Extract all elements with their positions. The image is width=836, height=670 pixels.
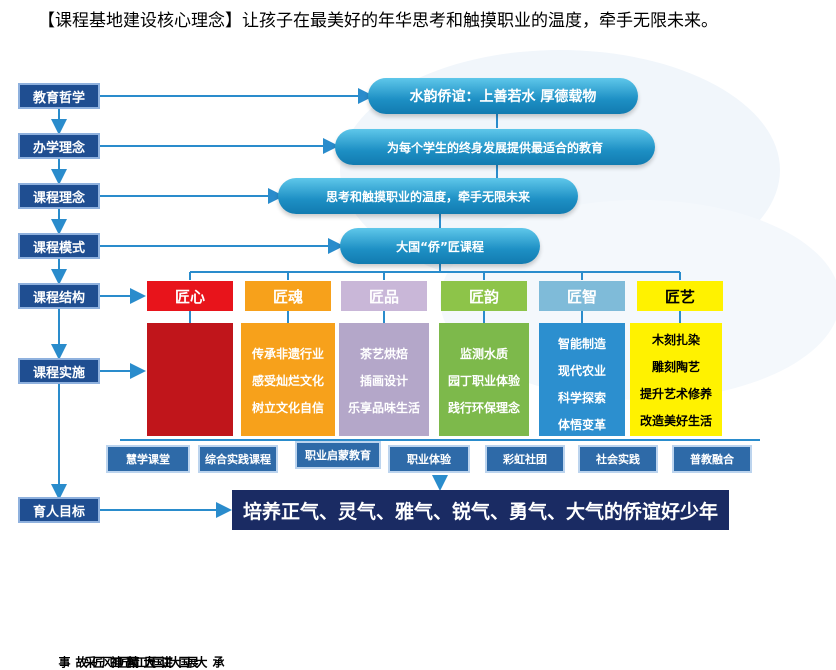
column-jiangyun: 监测水质 园丁职业体验 践行环保理念 [439, 323, 529, 436]
label-education-goal: 育人目标 [18, 497, 100, 523]
xin-text-2: 展大国工匠风采 [83, 656, 199, 670]
pill-school-philosophy: 为每个学生的终身发展提供最适合的教育 [335, 129, 655, 165]
box-comprehensive-practice: 综合实践课程 [198, 445, 278, 473]
pill-course-model: 大国“侨”匠课程 [340, 228, 540, 264]
yi-item: 木刻扎染 [651, 333, 700, 347]
yun-item: 园丁职业体验 [447, 374, 520, 388]
yi-item: 改造美好生活 [639, 414, 712, 428]
label-course-implementation: 课程实施 [18, 358, 100, 384]
zhi-item: 体悟变革 [557, 418, 606, 432]
category-jianghun: 匠魂 [245, 281, 331, 311]
label-course-model: 课程模式 [18, 233, 100, 259]
box-general-vocational-integration: 普教融合 [672, 445, 752, 473]
hun-item: 传承非遗行业 [251, 347, 324, 361]
column-jiangzhi: 智能制造 现代农业 科学探索 体悟变革 [539, 323, 625, 436]
category-jiangzhi: 匠智 [539, 281, 625, 311]
category-jiangpin: 匠品 [341, 281, 427, 311]
box-career-experience: 职业体验 [388, 445, 470, 473]
yun-item: 践行环保理念 [447, 401, 520, 415]
column-jiangpin: 茶艺烘焙 插画设计 乐享品味生活 [339, 323, 429, 436]
label-school-philosophy: 办学理念 [18, 133, 100, 159]
xin-text-3: 讲大国工匠故事 [57, 656, 173, 670]
pin-item: 插画设计 [359, 374, 408, 388]
pill-course-philosophy: 思考和触摸职业的温度，牵手无限未来 [278, 178, 578, 214]
category-jiangyun: 匠韵 [441, 281, 527, 311]
column-jiangxin: 承大国工匠精神 展大国工匠风采 讲大国工匠故事 [57, 323, 233, 670]
zhi-item: 科学探索 [557, 391, 606, 405]
category-jiangyi: 匠艺 [637, 281, 723, 311]
label-course-structure: 课程结构 [18, 283, 100, 309]
yi-item: 提升艺术修养 [639, 387, 712, 401]
yun-item: 监测水质 [459, 347, 508, 361]
box-social-practice: 社会实践 [578, 445, 658, 473]
label-course-philosophy: 课程理念 [18, 183, 100, 209]
hun-item: 感受灿烂文化 [251, 374, 324, 388]
flow-arrows [51, 88, 760, 518]
xin-text-1: 承大国工匠精神 [109, 656, 225, 670]
box-career-enlightenment: 职业启蒙教育 [295, 441, 381, 469]
pill-education-philosophy: 水韵侨谊：上善若水 厚德载物 [368, 78, 638, 114]
zhi-item: 现代农业 [557, 364, 606, 378]
pin-item: 茶艺烘焙 [359, 347, 408, 361]
label-education-philosophy: 教育哲学 [18, 83, 100, 109]
education-goal-banner: 培养正气、灵气、雅气、锐气、勇气、大气的侨谊好少年 [232, 490, 729, 530]
yi-item: 雕刻陶艺 [651, 360, 700, 374]
hun-item: 树立文化自信 [251, 401, 324, 415]
category-jiangxin: 匠心 [147, 281, 233, 311]
pin-item: 乐享品味生活 [347, 401, 420, 415]
column-jianghun: 传承非遗行业 感受灿烂文化 树立文化自信 [241, 323, 335, 436]
box-smart-classroom: 慧学课堂 [106, 445, 190, 473]
core-concept-heading: 【课程基地建设核心理念】让孩子在最美好的年华思考和触摸职业的温度，牵手无限未来。 [38, 11, 718, 31]
box-rainbow-club: 彩虹社团 [485, 445, 565, 473]
zhi-item: 智能制造 [557, 337, 606, 351]
column-jiangyi: 木刻扎染 雕刻陶艺 提升艺术修养 改造美好生活 [630, 323, 722, 436]
